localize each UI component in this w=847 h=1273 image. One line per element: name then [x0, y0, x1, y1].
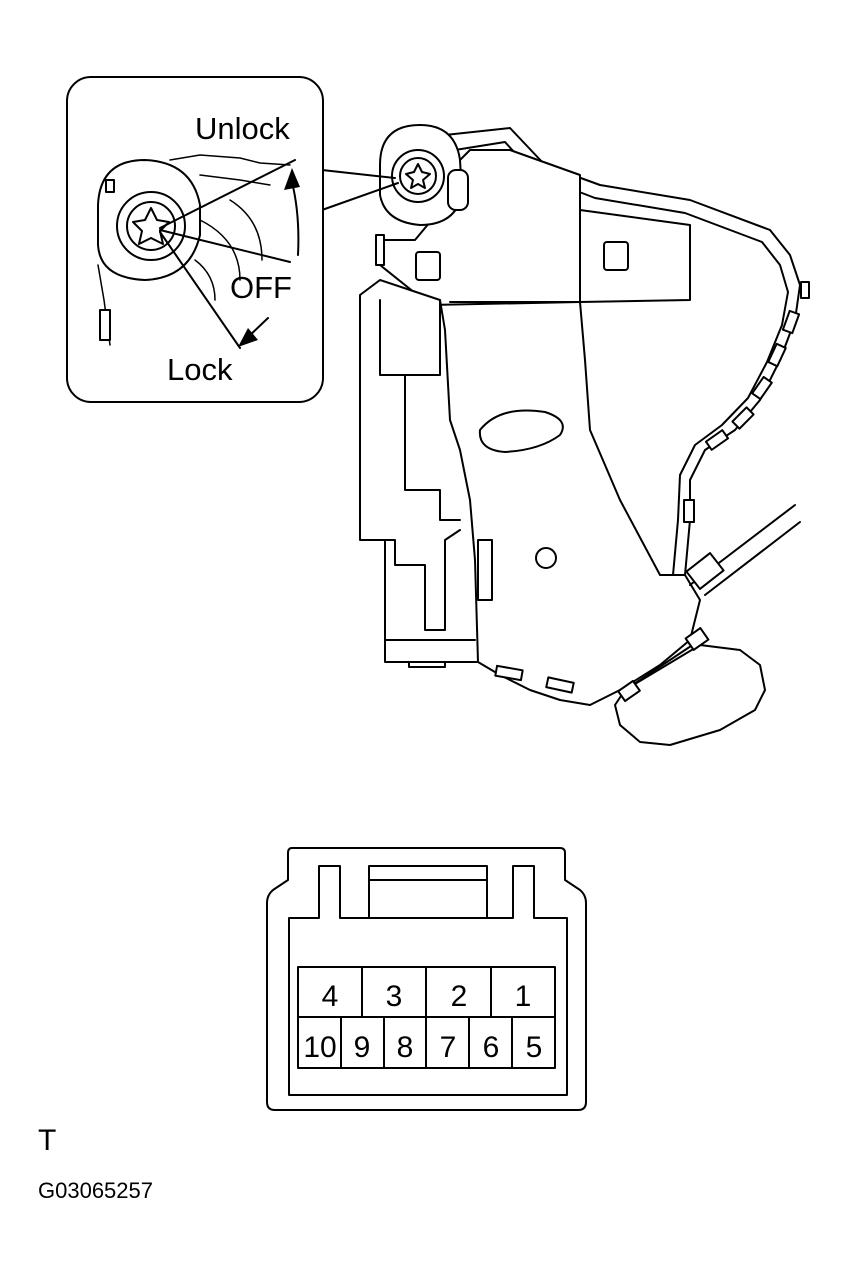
pin-label: 4	[322, 980, 339, 1013]
detail-inset: Unlock OFF Lock	[66, 76, 399, 403]
lock-arrowhead-icon	[238, 328, 258, 347]
lock-position-line	[159, 231, 241, 349]
connector-face: 4 3 2 1 10 9 8 7 6 5	[266, 847, 587, 1111]
pin-label: 3	[386, 980, 403, 1013]
pin-label: 10	[303, 1031, 336, 1064]
figure-id: G03065257	[38, 1178, 153, 1203]
off-position-line	[159, 229, 291, 263]
pin-label: 8	[397, 1031, 414, 1064]
pin-label: 6	[483, 1031, 500, 1064]
pin-label: 2	[451, 980, 468, 1013]
unlock-arrowhead-icon	[284, 168, 300, 190]
pin-label: 1	[515, 980, 532, 1013]
leader-line	[321, 169, 396, 179]
lock-label: Lock	[167, 352, 233, 387]
leader-line	[321, 182, 399, 211]
connector-lock-tab	[368, 865, 488, 919]
unlock-position-line	[159, 159, 296, 229]
pin-label: 5	[526, 1031, 543, 1064]
unlock-label: Unlock	[195, 111, 290, 146]
off-label: OFF	[230, 270, 292, 305]
view-letter: T	[38, 1124, 57, 1157]
pin-label: 9	[354, 1031, 371, 1064]
pin-label: 7	[440, 1031, 457, 1064]
door-lock-assembly	[359, 124, 810, 746]
